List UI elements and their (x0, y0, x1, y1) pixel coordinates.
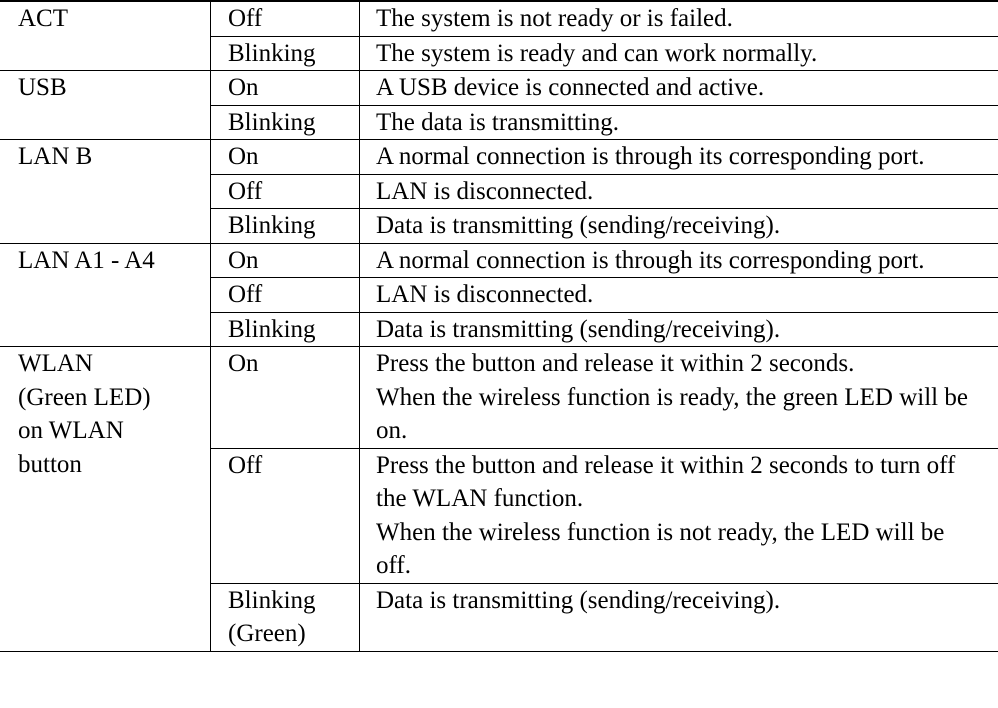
led-name-line: ACT (18, 5, 68, 32)
table-row: Off LAN is disconnected. (0, 173, 998, 209)
status-line: Off (228, 281, 263, 308)
status-cell: Off (210, 0, 360, 37)
status-line: (Green) (228, 620, 306, 647)
status-line: Off (228, 177, 263, 205)
status-line: Blinking (228, 39, 316, 67)
description-paragraph: Data is transmitting (sending/receiving)… (376, 212, 781, 239)
led-status-table: ACT Off The system is not ready or is fail… (0, 0, 998, 652)
description-cell: Press the button and release it within 2… (359, 346, 998, 449)
status-line: On (228, 246, 259, 274)
status-cell: Blinking (210, 35, 360, 71)
description-paragraph: Press the button and release it within 2… (376, 350, 855, 377)
status-cell: On (210, 139, 360, 175)
description-cell: Data is transmitting (sending/receiving)… (359, 208, 998, 244)
status-line: On (228, 143, 259, 170)
led-name-line: (Green LED) (18, 383, 151, 411)
description-paragraph: A USB device is connected and active. (376, 74, 765, 101)
description-paragraph: A normal connection is through its corre… (376, 143, 925, 170)
table-row: LAN B On A normal connection is through it… (0, 139, 998, 244)
description-cell: The data is transmitting. (359, 104, 998, 140)
description-paragraph: LAN is disconnected. (376, 281, 594, 308)
led-name-line: LAN A1 - A4 (18, 246, 155, 274)
table-row: Blinking The system is ready and can work… (0, 35, 998, 71)
status-line: Off (228, 451, 263, 479)
status-cell: Blinking (210, 311, 360, 347)
status-cell: On (210, 242, 360, 278)
table-row: LAN A1 - A4 On A normal connection is thro… (0, 242, 998, 347)
table-row: Off LAN is disconnected. (0, 277, 998, 313)
description-paragraph: The system is ready and can work normall… (376, 39, 818, 67)
description-paragraph: Data is transmitting (sending/receiving)… (376, 315, 781, 343)
status-cell: Blinking (Green) (210, 582, 360, 652)
status-cell: Off (210, 173, 360, 209)
status-line: Blinking (228, 315, 316, 343)
led-name-line: WLAN (18, 350, 93, 377)
status-cell: On (210, 346, 360, 449)
table-row: ACT Off The system is not ready or is fail… (0, 0, 998, 71)
description-cell: LAN is disconnected. (359, 277, 998, 313)
led-name-line: LAN B (18, 143, 93, 170)
status-cell: Blinking (210, 104, 360, 140)
table-row: Blinking The data is transmitting. (0, 104, 998, 140)
led-name-cell: WLAN (Green LED) on WLAN button (0, 346, 211, 652)
table-row: USB On A USB device is connected and activ… (0, 70, 998, 140)
status-line: Blinking (228, 108, 316, 136)
status-line: Blinking (228, 586, 316, 614)
description-cell: LAN is disconnected. (359, 173, 998, 209)
description-paragraph: When the wireless function is not ready,… (376, 518, 945, 580)
table-row: Blinking Data is transmitting (sending/re… (0, 208, 998, 244)
description-paragraph: The data is transmitting. (376, 108, 620, 136)
status-cell: Off (210, 277, 360, 313)
status-line: Off (228, 5, 263, 32)
status-cell: On (210, 70, 360, 106)
description-cell: A normal connection is through its corre… (359, 242, 998, 278)
table-row: Blinking Data is transmitting (sending/re… (0, 311, 998, 347)
status-cell: Blinking (210, 208, 360, 244)
led-name-line: on WLAN (18, 417, 124, 444)
description-cell: Data is transmitting (sending/receiving)… (359, 311, 998, 347)
status-line: On (228, 74, 259, 101)
led-name-line: button (18, 450, 82, 478)
description-cell: Data is transmitting (sending/receiving)… (359, 582, 998, 652)
description-cell: Press the button and release it within 2… (359, 447, 998, 584)
led-name-line: USB (18, 74, 67, 101)
status-line: Blinking (228, 212, 316, 239)
description-cell: A normal connection is through its corre… (359, 139, 998, 175)
description-paragraph: LAN is disconnected. (376, 177, 594, 205)
description-paragraph: Data is transmitting (sending/receiving)… (376, 586, 781, 614)
table-row: Off Press the button and release it withi… (0, 447, 998, 584)
led-name-cell: ACT (0, 0, 211, 71)
led-name-cell: LAN B (0, 139, 211, 244)
led-name-cell: USB (0, 70, 211, 140)
description-cell: A USB device is connected and active. (359, 70, 998, 106)
description-cell: The system is not ready or is failed. (359, 0, 998, 37)
status-line: On (228, 350, 259, 377)
led-name-cell: LAN A1 - A4 (0, 242, 211, 347)
description-paragraph: The system is not ready or is failed. (376, 5, 733, 32)
description-cell: The system is ready and can work normall… (359, 35, 998, 71)
description-paragraph: Press the button and release it within 2… (376, 451, 956, 513)
description-paragraph: A normal connection is through its corre… (376, 246, 925, 274)
table-row: Blinking (Green) Data is transmitting (sen… (0, 582, 998, 652)
description-paragraph: When the wireless function is ready, the… (376, 383, 968, 445)
status-cell: Off (210, 447, 360, 584)
